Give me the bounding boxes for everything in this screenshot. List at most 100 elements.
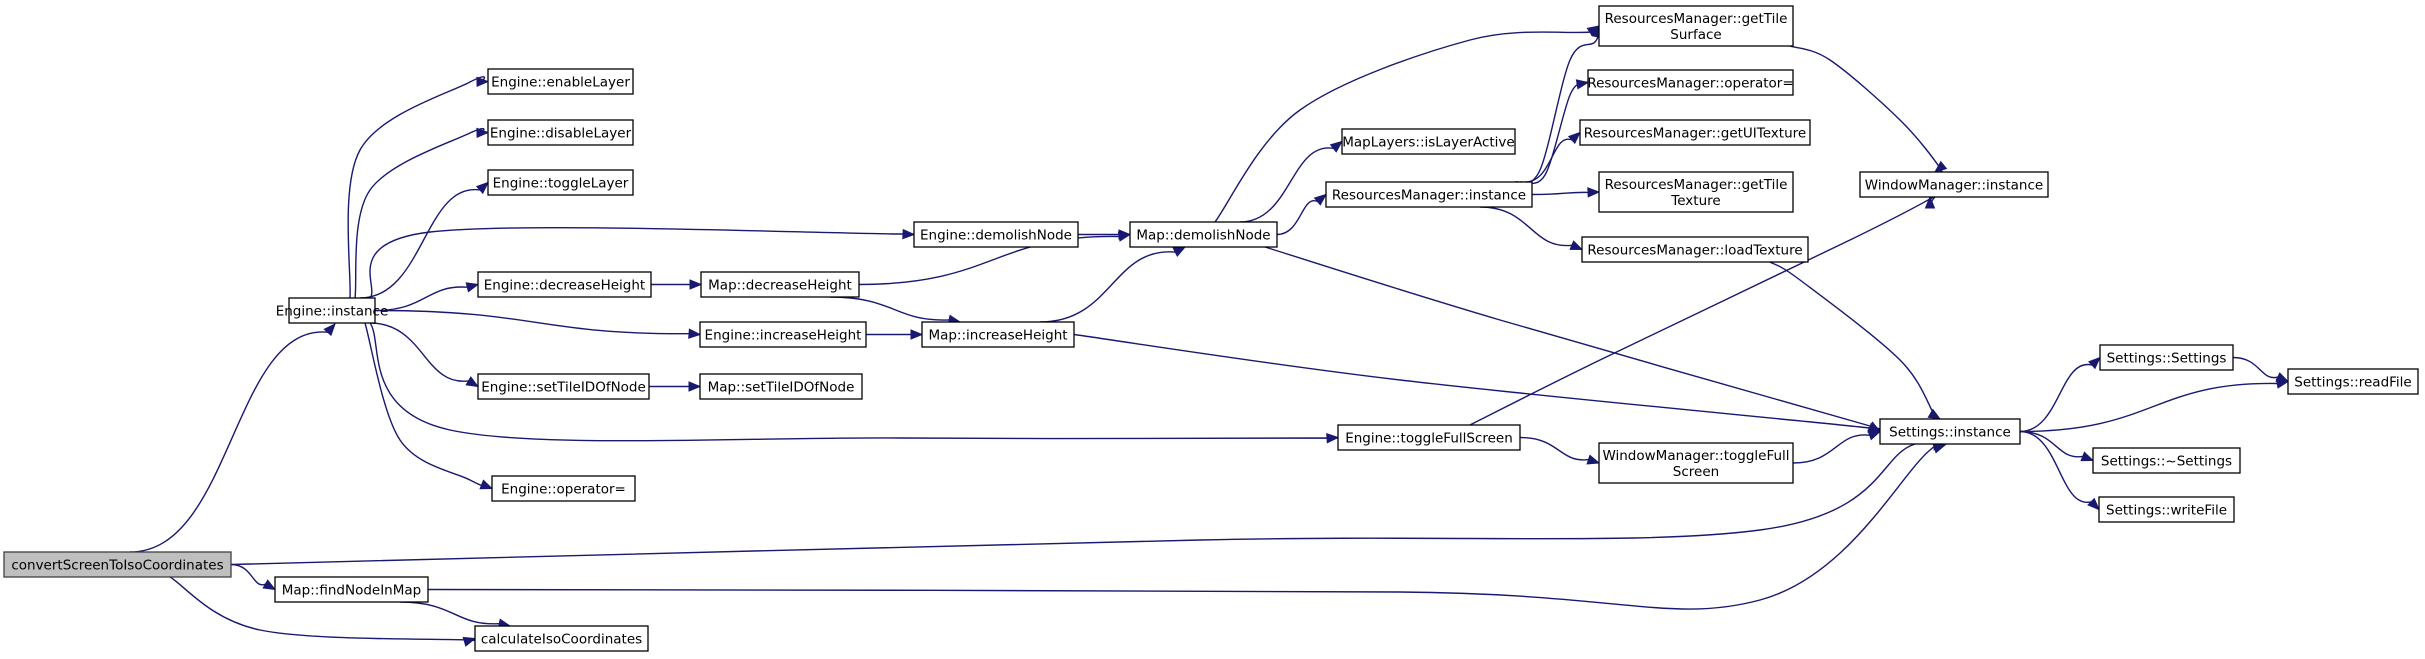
node-engine-togglefullscreen[interactable]: Engine::toggleFullScreen	[1337, 424, 1521, 451]
node-resourcesmanager-operatoreq[interactable]: ResourcesManager::operator=	[1587, 69, 1794, 96]
edge-line	[1524, 138, 1573, 183]
edge-line	[1264, 246, 1901, 437]
node-map-demolishnode[interactable]: Map::demolishNode	[1129, 221, 1278, 248]
node-label: calculateIsoCoordinates	[481, 632, 642, 648]
edge-engine-instance-to-engine-decreaseheight	[374, 282, 480, 312]
node-calculateisocoordinates[interactable]: calculateIsoCoordinates	[474, 625, 649, 652]
edge-arrowhead	[910, 329, 924, 340]
node-engine-operatoreq[interactable]: Engine::operator=	[491, 475, 636, 502]
node-resourcesmanager-getuitexture[interactable]: ResourcesManager::getUITexture	[1579, 119, 1811, 146]
node-label: ResourcesManager::getTile	[1605, 11, 1788, 27]
node-engine-enablelayer[interactable]: Engine::enableLayer	[487, 68, 634, 95]
node-label: Settings::instance	[1889, 425, 2011, 441]
node-label: Engine::toggleFullScreen	[1345, 431, 1513, 447]
node-engine-increaseheight[interactable]: Engine::increaseHeight	[699, 321, 867, 348]
edge-arrowhead	[1933, 160, 1948, 173]
node-box	[1879, 418, 2021, 445]
edge-arrowhead	[2087, 497, 2100, 511]
node-windowmanager-instance[interactable]: WindowManager::instance	[1859, 171, 2049, 198]
edge-windowmanager-togglefullscreen-to-settings-instance	[1792, 430, 1882, 464]
node-label: Map::demolishNode	[1136, 228, 1270, 244]
edge-arrowhead	[688, 328, 702, 339]
edges-layer	[129, 24, 2290, 647]
edge-map-increaseheight-to-map-demolishnode	[1039, 246, 1187, 323]
edge-arrowhead	[323, 323, 336, 337]
node-maplayers-islayeractive[interactable]: MapLayers::isLayerActive	[1341, 128, 1516, 155]
node-settings-settings[interactable]: Settings::Settings	[2099, 344, 2234, 371]
edge-settings-instance-to-settings-dtor-settings	[2019, 430, 2095, 462]
node-label: Engine::increaseHeight	[705, 328, 862, 344]
edge-settings-instance-to-settings-settings	[2019, 356, 2101, 433]
edge-arrowhead	[1575, 79, 1590, 90]
edge-arrowhead	[475, 181, 489, 195]
node-label: Engine::operator=	[501, 482, 626, 498]
edge-resourcesmanager-instance-to-resourcesmanager-gettilesurface	[1514, 24, 1602, 184]
node-box	[2099, 344, 2234, 371]
edge-arrowhead	[462, 636, 477, 647]
node-map-increaseheight[interactable]: Map::increaseHeight	[921, 321, 1075, 348]
node-map-findnodeinmap[interactable]: Map::findNodeInMap	[274, 576, 429, 603]
edge-line	[427, 436, 1948, 610]
node-engine-togglelayer[interactable]: Engine::toggleLayer	[487, 169, 634, 196]
edge-arrowhead	[1586, 454, 1601, 465]
node-engine-decreaseheight[interactable]: Engine::decreaseHeight	[477, 271, 652, 298]
node-engine-instance[interactable]: Engine::instance	[276, 297, 389, 324]
node-box	[1598, 442, 1794, 484]
edge-engine-decreaseheight-to-map-decreaseheight	[651, 279, 703, 290]
node-resourcesmanager-loadtexture[interactable]: ResourcesManager::loadTexture	[1581, 236, 1809, 263]
edge-arrowhead	[1932, 443, 1947, 454]
node-engine-demolishnode[interactable]: Engine::demolishNode	[913, 221, 1079, 248]
edge-engine-instance-to-engine-disablelayer	[354, 127, 490, 299]
node-map-settileidofnode[interactable]: Map::setTileIDOfNode	[699, 373, 863, 400]
node-box	[1598, 5, 1794, 47]
edge-arrowhead	[465, 376, 480, 388]
edge-line	[230, 438, 1938, 566]
edge-arrowhead	[1117, 231, 1132, 242]
node-label: MapLayers::isLayerActive	[1342, 135, 1514, 151]
node-settings-instance[interactable]: Settings::instance	[1879, 418, 2021, 445]
edge-arrowhead	[902, 228, 916, 240]
node-box	[487, 119, 634, 146]
node-box	[1587, 69, 1794, 96]
edge-line	[2232, 356, 2279, 379]
edge-arrowhead	[1927, 408, 1942, 420]
edge-engine-instance-to-engine-settileidofnode	[369, 322, 480, 388]
node-label: Engine::decreaseHeight	[484, 278, 645, 294]
node-box	[274, 576, 429, 603]
node-box	[2287, 368, 2419, 395]
node-convertscreentoisocoordinates[interactable]: convertScreenToIsoCoordinates	[3, 551, 232, 578]
node-label: Engine::disableLayer	[490, 126, 632, 142]
node-box	[1129, 221, 1278, 248]
edge-engine-instance-to-engine-operatoreq	[364, 322, 494, 490]
edge-map-increaseheight-to-settings-instance	[1073, 333, 1908, 434]
node-map-decreaseheight[interactable]: Map::decreaseHeight	[700, 271, 860, 298]
edge-engine-instance-to-engine-enablelayer	[347, 76, 490, 299]
edge-line	[1469, 195, 1937, 426]
edge-arrowhead	[688, 381, 702, 392]
edge-line	[1769, 261, 1940, 422]
node-settings-dtor-settings[interactable]: Settings::~Settings	[2092, 447, 2241, 474]
node-engine-disablelayer[interactable]: Engine::disableLayer	[487, 119, 634, 146]
node-box	[699, 321, 867, 348]
node-box	[2098, 496, 2235, 523]
node-box	[1325, 181, 1533, 208]
node-settings-readfile[interactable]: Settings::readFile	[2287, 368, 2419, 395]
node-label: Settings::readFile	[2294, 375, 2411, 391]
edge-arrowhead	[476, 127, 490, 139]
edge-line	[1039, 251, 1176, 323]
node-windowmanager-togglefullscreen[interactable]: WindowManager::toggleFullScreen	[1598, 442, 1794, 484]
edge-settings-instance-to-settings-readfile	[2019, 378, 2290, 433]
edge-line	[2019, 430, 2092, 503]
node-resourcesmanager-instance[interactable]: ResourcesManager::instance	[1325, 181, 1533, 208]
node-settings-writefile[interactable]: Settings::writeFile	[2098, 496, 2235, 523]
node-label: ResourcesManager::instance	[1332, 188, 1526, 204]
edge-convertscreentoisocoordinates-to-map-findnodeinmap	[230, 563, 277, 591]
edge-arrowhead	[262, 579, 277, 591]
node-box	[2092, 447, 2241, 474]
edge-line	[1789, 45, 1945, 174]
edge-line	[1531, 191, 1589, 196]
node-engine-settileidofnode[interactable]: Engine::setTileIDOfNode	[477, 373, 650, 400]
node-label: Surface	[1670, 27, 1721, 43]
